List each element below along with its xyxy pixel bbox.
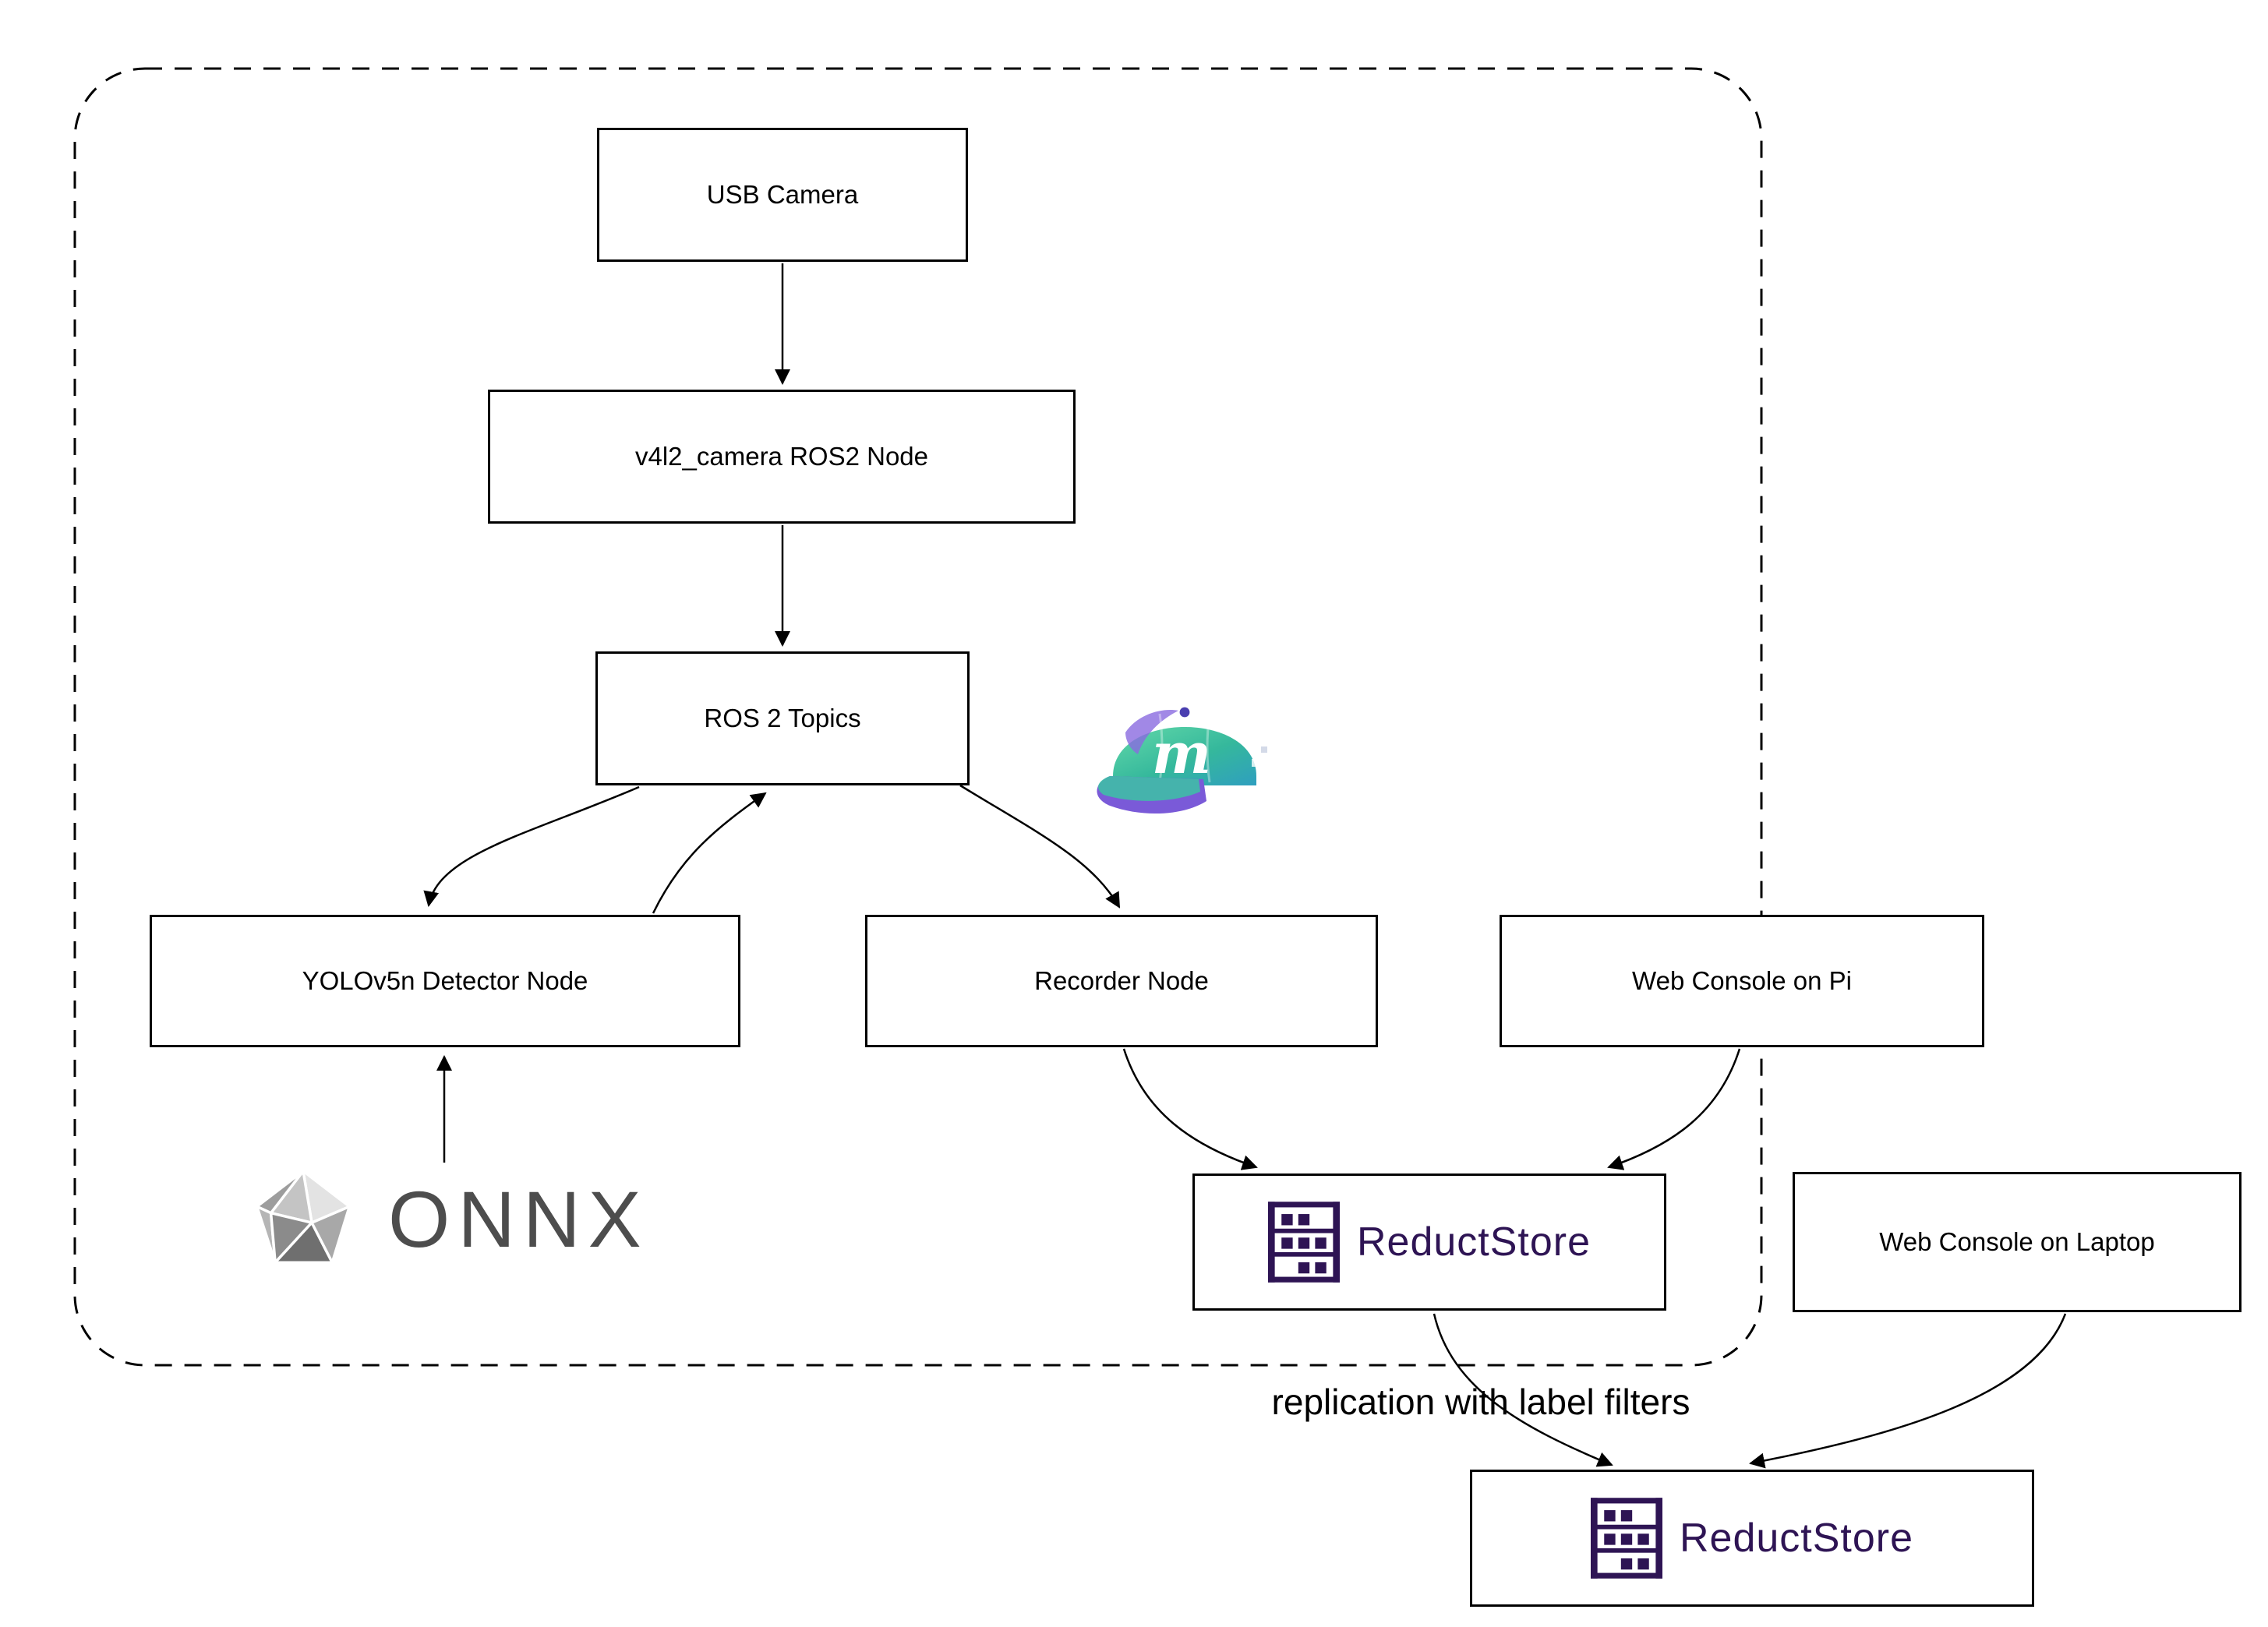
onnx-logo: ONNX [249, 1166, 649, 1273]
mcap-cap-icon: m [1097, 707, 1267, 814]
node-label: Recorder Node [1034, 966, 1209, 996]
mcap-letter: m [1152, 720, 1211, 786]
node-usb-camera: USB Camera [597, 128, 968, 262]
node-yolov5n-detector: YOLOv5n Detector Node [150, 915, 740, 1047]
reductstore-shelf-icon [1267, 1202, 1340, 1283]
node-label: ReductStore [1679, 1515, 1914, 1561]
onnx-wordmark: ONNX [388, 1174, 649, 1264]
reductstore-shelf-icon [1590, 1498, 1662, 1579]
node-label: YOLOv5n Detector Node [302, 966, 588, 996]
node-web-console-laptop: Web Console on Laptop [1793, 1172, 2242, 1312]
replication-label: replication with label filters [1271, 1382, 1690, 1422]
node-web-console-pi: Web Console on Pi [1500, 915, 1984, 1047]
node-label: Web Console on Pi [1632, 966, 1852, 996]
node-reductstore-central: ReductStore [1470, 1470, 2034, 1607]
node-ros2-topics: ROS 2 Topics [595, 651, 970, 785]
node-v4l2-camera-ros2: v4l2_camera ROS2 Node [488, 390, 1076, 524]
node-label: Web Console on Laptop [1879, 1227, 2155, 1257]
node-label: USB Camera [706, 180, 859, 210]
node-label: ReductStore [1356, 1219, 1591, 1265]
node-reductstore-pi: ReductStore [1192, 1173, 1666, 1311]
node-recorder: Recorder Node [865, 915, 1378, 1047]
node-label: ROS 2 Topics [704, 704, 861, 733]
node-label: v4l2_camera ROS2 Node [634, 442, 929, 471]
onnx-polyhedron-icon [255, 1170, 352, 1264]
